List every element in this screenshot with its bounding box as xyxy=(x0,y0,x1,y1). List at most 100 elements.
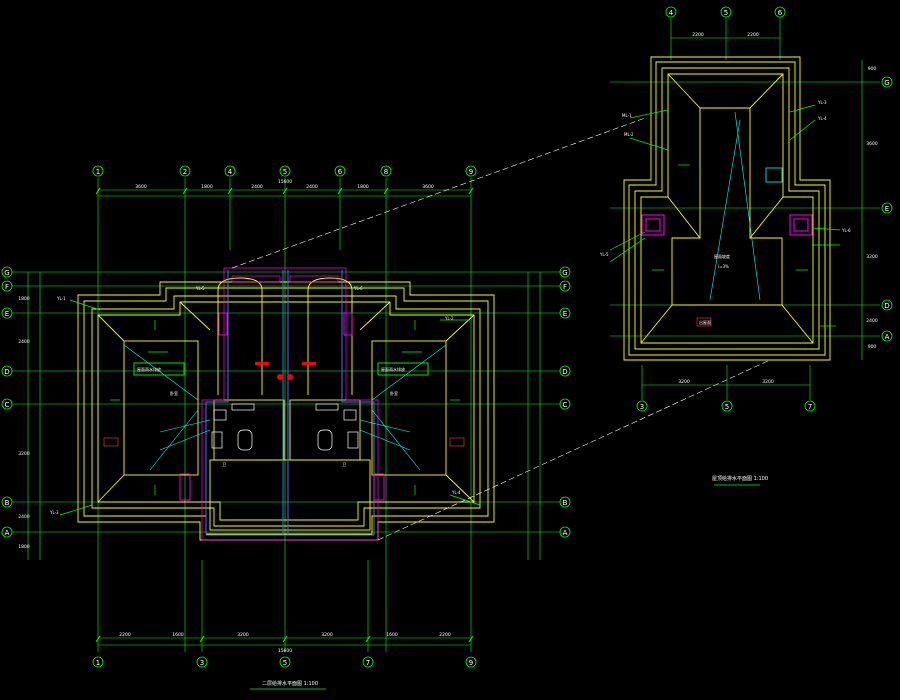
grid-label-left-A: A xyxy=(5,529,10,537)
dim-bottom-2: 1600 xyxy=(172,632,184,638)
main-eave-outlines xyxy=(77,281,495,541)
roof-cyan-lines xyxy=(709,111,761,301)
roof-label-ml3: YL-3 xyxy=(817,100,827,105)
main-floor-plan: 1 2 4 5 6 8 9 1 3 5 7 9 xyxy=(1,165,571,690)
roof-label-note: 屋面坡度 xyxy=(714,253,730,259)
dim-bottom-total: 15600 xyxy=(278,648,292,654)
main-red-boxes xyxy=(103,437,465,447)
grid-label-bottom-3: 5 xyxy=(283,659,287,667)
main-green-annotations xyxy=(59,299,481,516)
dim-top-6: 3600 xyxy=(422,184,434,190)
main-dim-ticks xyxy=(95,187,474,643)
roof-label-ml6: YL-6 xyxy=(841,228,851,233)
dim-bottom-1: 2200 xyxy=(119,632,131,638)
roof-dim-top-2: 2200 xyxy=(747,32,759,38)
dim-bottom-4: 3200 xyxy=(321,632,333,638)
roof-label-box: 出屋面 xyxy=(699,319,711,325)
grid-label-right-A: A xyxy=(563,529,568,537)
dim-top-4: 2400 xyxy=(306,184,318,190)
label-pipe-a3: YL-3 xyxy=(49,510,59,515)
roof-grid-bottom-3: 7 xyxy=(808,403,812,411)
grid-label-left-C: C xyxy=(5,401,10,409)
label-note-left: 屋面雨水排放 xyxy=(137,366,161,372)
roof-grid-right-E: E xyxy=(885,205,889,213)
main-grid-bubbles-top xyxy=(92,165,477,177)
grid-label-top-7: 9 xyxy=(469,168,473,176)
dim-left-1: 1800 xyxy=(18,296,30,302)
grid-label-right-C: C xyxy=(563,401,568,409)
grid-label-left-G: G xyxy=(4,269,9,277)
main-fixtures xyxy=(211,403,359,451)
roof-dim-right-4: 2400 xyxy=(866,318,878,324)
main-grid-bubbles-sides xyxy=(1,266,571,538)
detail-connector-lines xyxy=(231,117,771,541)
roof-label-ml4: YL-4 xyxy=(817,116,827,121)
roof-label-slope: i=3% xyxy=(718,264,729,269)
grid-label-left-D: D xyxy=(4,368,9,376)
grid-label-left-E: E xyxy=(5,310,9,318)
label-pipe-a2: YL-2 xyxy=(444,316,454,321)
roof-cyan-box xyxy=(765,167,783,183)
roof-label-ml1: ML-1 xyxy=(622,113,632,118)
roof-dim-right-5: 900 xyxy=(868,344,877,350)
roof-dim-right-1: 900 xyxy=(868,66,877,72)
grid-label-right-B: B xyxy=(563,499,568,507)
roof-outlines xyxy=(623,56,831,361)
grid-label-right-F: F xyxy=(563,283,567,291)
label-pipe-a1: YL-1 xyxy=(56,296,66,301)
roof-grid-top-3: 6 xyxy=(778,9,783,17)
grid-label-bottom-1: 1 xyxy=(96,659,100,667)
dim-top-5: 1800 xyxy=(357,184,369,190)
label-pipe-a6: YL-6 xyxy=(353,286,363,291)
label-note-right: 屋面雨水排放 xyxy=(381,366,405,372)
label-pipe-a5: YL-5 xyxy=(195,286,205,291)
grid-label-right-E: E xyxy=(563,310,567,318)
dim-left-2: 2400 xyxy=(18,339,30,345)
grid-label-top-1: 1 xyxy=(96,168,100,176)
main-grid-bubbles-bottom xyxy=(92,656,477,668)
roof-dim-top-1: 2200 xyxy=(692,32,704,38)
label-room-right: 卧室 xyxy=(390,390,398,396)
dim-bottom-5: 1600 xyxy=(386,632,398,638)
roof-plan-title: 屋顶给排水平面图 1:100 xyxy=(712,475,768,482)
roof-dim-bottom-2: 3200 xyxy=(762,379,774,385)
label-room-left: 卧室 xyxy=(170,390,178,396)
main-magenta-fixtures xyxy=(179,312,385,501)
dim-left-5: 1800 xyxy=(18,544,30,550)
roof-red-box xyxy=(696,317,712,327)
label-bath-left: 卫 xyxy=(222,462,226,467)
grid-label-left-B: B xyxy=(5,499,10,507)
roof-grid-right-D: D xyxy=(884,302,889,310)
main-room-frames xyxy=(133,362,429,376)
main-blue-pipes xyxy=(205,270,375,536)
grid-label-left-F: F xyxy=(5,283,9,291)
roof-green-annotations xyxy=(609,104,841,327)
roof-label-ml2: ML-2 xyxy=(624,132,634,137)
roof-label-ml5: YL-5 xyxy=(599,252,609,257)
dim-top-3: 2400 xyxy=(251,184,263,190)
roof-dim-bottom-1: 3200 xyxy=(678,379,690,385)
roof-dim-right-3: 3200 xyxy=(866,254,878,260)
main-plan-title: 二层给排水平面图 1:100 xyxy=(262,680,318,687)
roof-grid-bottom-2: 5 xyxy=(725,403,729,411)
roof-grid-right-A: A xyxy=(885,333,890,341)
main-red-drains xyxy=(255,362,316,380)
grid-label-right-D: D xyxy=(562,368,567,376)
grid-label-top-6: 8 xyxy=(384,168,388,176)
grid-label-top-4: 5 xyxy=(283,168,287,176)
grid-label-bottom-2: 3 xyxy=(200,659,204,667)
roof-grid-right-G: G xyxy=(884,79,889,87)
label-pipe-a4: YL-4 xyxy=(451,490,461,495)
roof-grid-bottom-1: 3 xyxy=(640,403,644,411)
dim-left-4: 2400 xyxy=(18,514,30,520)
label-bath-right: 卫 xyxy=(342,462,346,467)
dim-bottom-6: 2200 xyxy=(439,632,451,638)
grid-label-top-2: 2 xyxy=(183,168,187,176)
roof-grid-bubbles xyxy=(636,6,893,412)
main-cyan-drain-lines xyxy=(123,344,447,471)
grid-label-bottom-5: 9 xyxy=(469,659,473,667)
roof-vents xyxy=(641,214,813,236)
roof-grid-top-2: 5 xyxy=(724,9,728,17)
dim-top-2: 1800 xyxy=(201,184,213,190)
